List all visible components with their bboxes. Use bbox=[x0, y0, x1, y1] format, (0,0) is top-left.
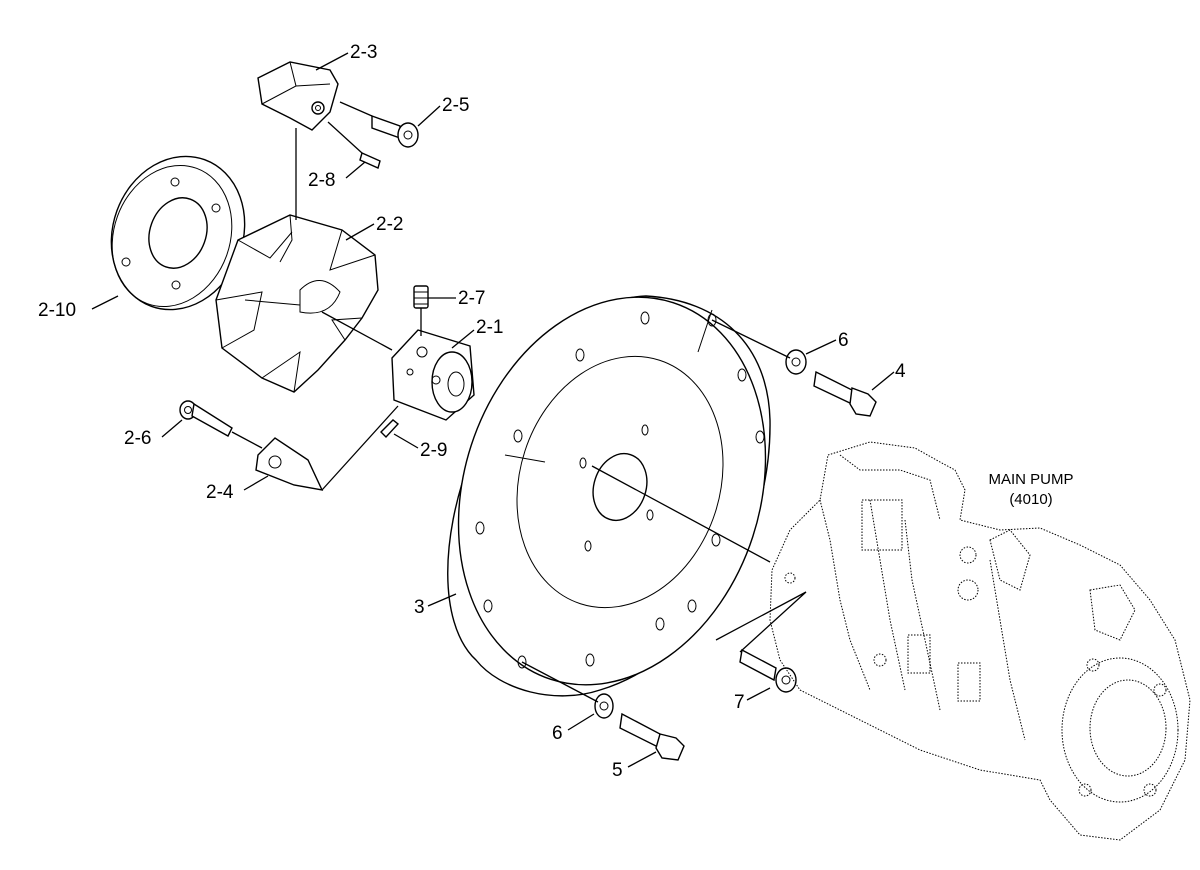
part-3-flywheel-disc bbox=[447, 295, 771, 697]
main-pump-label: MAIN PUMP bbox=[988, 471, 1073, 488]
part-5-bolt bbox=[619, 712, 685, 761]
part-2-10-plate bbox=[110, 155, 246, 311]
part-6-washer-upper bbox=[785, 349, 807, 375]
callout-6-lower: 6 bbox=[552, 723, 563, 744]
callout-2-1: 2-1 bbox=[476, 317, 503, 338]
callout-2-3: 2-3 bbox=[350, 42, 377, 63]
part-7-bolt bbox=[739, 648, 797, 693]
main-pump-outline bbox=[769, 441, 1191, 841]
part-2-5-bolt bbox=[371, 115, 419, 148]
part-2-8-pin bbox=[359, 152, 381, 169]
main-pump-code: (4010) bbox=[1009, 491, 1052, 508]
part-2-4-clamp-block bbox=[255, 437, 324, 491]
callout-5: 5 bbox=[612, 760, 623, 781]
part-2-1-hub bbox=[391, 329, 475, 421]
part-2-2-coupling-element bbox=[215, 214, 379, 393]
callout-2-9: 2-9 bbox=[420, 440, 447, 461]
assembly-lines bbox=[91, 52, 895, 768]
callout-6-upper: 6 bbox=[838, 330, 849, 351]
callout-2-7: 2-7 bbox=[458, 288, 485, 309]
callout-2-2: 2-2 bbox=[376, 214, 403, 235]
part-2-6-bolt bbox=[179, 400, 233, 437]
part-2-3-clamp bbox=[257, 61, 339, 131]
callout-2-8: 2-8 bbox=[308, 170, 335, 191]
callout-2-4: 2-4 bbox=[206, 482, 234, 503]
callout-7: 7 bbox=[734, 692, 745, 713]
part-2-7-setscrew bbox=[413, 285, 429, 309]
callout-2-10: 2-10 bbox=[38, 300, 76, 321]
callout-3: 3 bbox=[414, 597, 425, 618]
part-6-washer-lower bbox=[594, 693, 614, 719]
callout-2-5: 2-5 bbox=[442, 95, 469, 116]
callout-2-6: 2-6 bbox=[124, 428, 151, 449]
part-4-bolt bbox=[813, 370, 877, 417]
part-2-9-pin bbox=[380, 419, 400, 439]
callout-4: 4 bbox=[895, 361, 906, 382]
